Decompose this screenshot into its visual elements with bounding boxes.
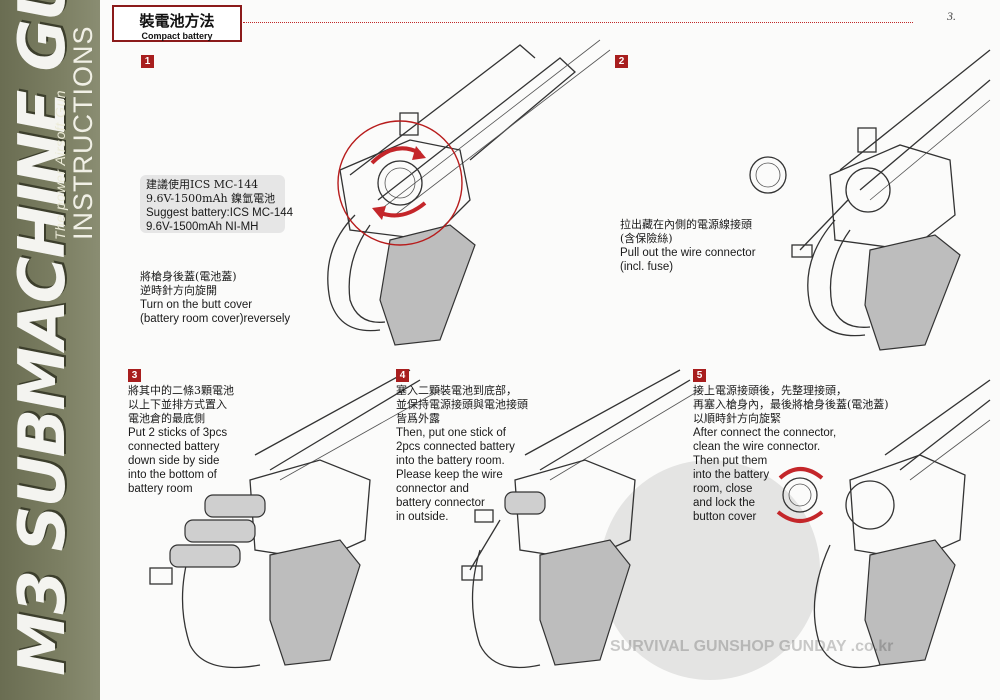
step-4-text: 塞入二顆裝電池到底部， 並保持電源接頭與電池接頭 皆爲外露 Then, put … <box>396 384 528 523</box>
step2-gun-illustration <box>749 49 991 351</box>
section-title-en: Compact battery <box>141 31 213 41</box>
step5-gun-illustration <box>776 379 991 669</box>
step4-gun-illustration <box>461 369 701 669</box>
step1-gun-illustration <box>327 39 611 346</box>
step-3-text: 將其中的二條3顆電池 以上下並排方式置入 電池倉的最底側 Put 2 stick… <box>128 384 234 495</box>
step-2-text: 拉出藏在內側的電源線接頭 (含保險絲) Pull out the wire co… <box>620 218 756 273</box>
step-1-text: 將槍身後蓋(電池蓋) 逆時針方向旋開 Turn on the butt cove… <box>140 270 291 325</box>
section-title-zh: 裝電池方法 <box>139 13 215 30</box>
step-3-badge: 3 <box>128 369 141 382</box>
step-1-badge: 1 <box>141 55 154 68</box>
suggest-battery-text: 建議使用ICS MC-144 9.6V-1500mAh 鎳氫電池 Suggest… <box>146 178 294 233</box>
page-number: 3. <box>947 9 956 23</box>
watermark-text: SURVIVAL GUNSHOP GUNDAY .co.kr <box>610 638 894 655</box>
step-5-text: 接上電源接頭後，先整理接頭， 再塞入槍身內，最後將槍身後蓋(電池蓋) 以順時針方… <box>693 384 889 523</box>
step-5-badge: 5 <box>693 369 706 382</box>
step3-gun-illustration <box>149 369 441 669</box>
section-title-box: 裝電池方法 Compact battery <box>112 5 242 42</box>
suggest-battery-box <box>140 175 285 233</box>
step-2-badge: 2 <box>615 55 628 68</box>
sidebar-banner: M3 SUBMACHINE GUN The power Airsoft Gun … <box>0 0 100 700</box>
step-4-badge: 4 <box>396 369 409 382</box>
header-divider <box>243 22 913 23</box>
